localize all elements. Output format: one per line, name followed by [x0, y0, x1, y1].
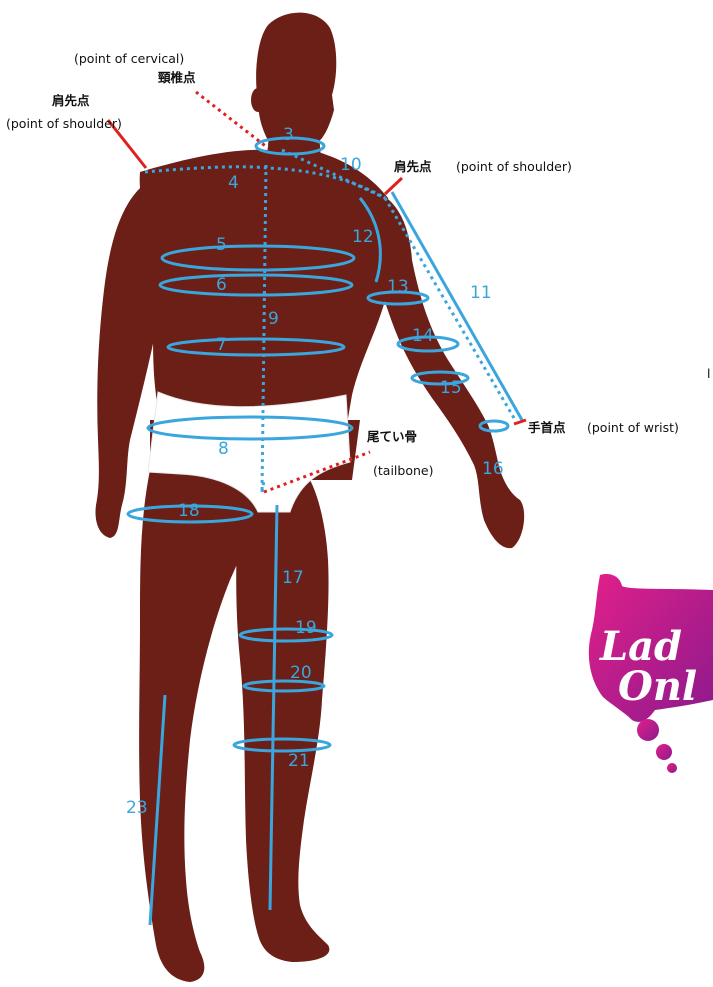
right-shoulder-label-jp: 肩先点 [394, 159, 432, 174]
measure-number-8: 8 [218, 439, 229, 459]
logo-bubble-dot-1 [637, 719, 659, 741]
measure-number-12: 12 [352, 227, 374, 247]
measure-number-4: 4 [228, 173, 239, 193]
tailbone-label-en: (tailbone) [373, 463, 433, 478]
logo-bubble-dot-2 [656, 744, 672, 760]
measure-number-14: 14 [412, 326, 434, 346]
left-shoulder-label-jp: 肩先点 [52, 93, 90, 108]
measure-number-23: 23 [126, 798, 148, 818]
body-silhouette [96, 13, 525, 982]
logo-bubble-dot-3 [667, 763, 677, 773]
measure-number-15: 15 [440, 378, 462, 398]
measure-number-19: 19 [295, 618, 317, 638]
cervical-label-en: (point of cervical) [74, 51, 184, 66]
edge-mark: l [707, 366, 710, 381]
measure-number-17: 17 [282, 568, 304, 588]
right-shoulder-label-en: (point of shoulder) [456, 159, 572, 174]
measure-number-16: 16 [482, 459, 504, 479]
measure-number-5: 5 [216, 235, 227, 255]
measure-number-21: 21 [288, 751, 310, 771]
wrist-label-jp: 手首点 [528, 420, 566, 435]
cervical-label-jp: 頸椎点 [158, 70, 196, 85]
measure-number-10: 10 [340, 155, 362, 175]
measure-number-3: 3 [283, 125, 294, 145]
measure-number-18: 18 [178, 501, 200, 521]
measure-number-7: 7 [216, 335, 227, 355]
measure-number-6: 6 [216, 275, 227, 295]
wrist-label-en: (point of wrist) [587, 420, 679, 435]
left-shoulder-label-en: (point of shoulder) [6, 116, 122, 131]
tailbone-label-jp: 尾てい骨 [367, 429, 417, 444]
measure-number-11: 11 [470, 283, 492, 303]
brand-logo: Lad Onl [589, 574, 713, 773]
measure-number-20: 20 [290, 663, 312, 683]
measure-number-9: 9 [268, 309, 279, 329]
logo-text-line2: Onl [618, 663, 697, 710]
measure-number-13: 13 [387, 277, 409, 297]
